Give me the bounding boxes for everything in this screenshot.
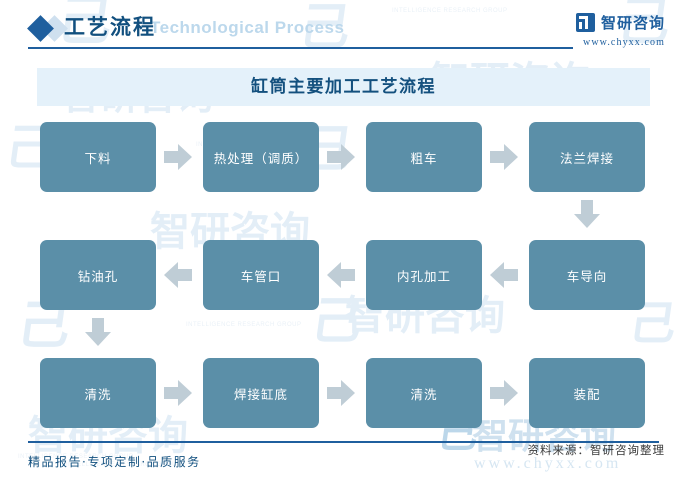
arrow-right-icon	[490, 144, 518, 170]
process-node: 粗车	[366, 122, 482, 192]
process-node-label: 粗车	[410, 150, 438, 166]
process-node: 焊接缸底	[203, 358, 319, 428]
brand-block: 智研咨询 www.chyxx.com	[575, 12, 665, 48]
chart-title: 缸筒主要加工工艺流程	[251, 77, 436, 97]
process-node: 法兰焊接	[529, 122, 645, 192]
process-node-label: 装配	[573, 386, 601, 402]
brand-url: www.chyxx.com	[583, 37, 665, 48]
process-node-label: 清洗	[84, 386, 112, 402]
footer-divider	[28, 441, 659, 443]
arrow-down-icon	[574, 200, 600, 228]
process-node-label: 焊接缸底	[233, 386, 288, 402]
header-divider	[28, 47, 573, 49]
process-node: 车导向	[529, 240, 645, 310]
process-node: 清洗	[40, 358, 156, 428]
arrow-right-icon	[164, 144, 192, 170]
process-node: 内孔加工	[366, 240, 482, 310]
process-node: 清洗	[366, 358, 482, 428]
process-node: 热处理（调质）	[203, 122, 319, 192]
header-title-cn: 工艺流程	[64, 15, 156, 39]
arrow-right-icon	[490, 380, 518, 406]
arrow-left-icon	[327, 262, 355, 288]
zhiyan-logo-icon	[575, 13, 595, 32]
footer-tagline: 精品报告·专项定制·品质服务	[28, 455, 201, 469]
process-node-label: 车管口	[240, 268, 282, 284]
process-node: 装配	[529, 358, 645, 428]
arrow-right-icon	[164, 380, 192, 406]
arrow-left-icon	[164, 262, 192, 288]
process-node-label: 内孔加工	[396, 268, 451, 284]
process-node-label: 车导向	[566, 268, 608, 284]
arrow-right-icon	[327, 380, 355, 406]
process-node-label: 清洗	[410, 386, 438, 402]
arrow-right-icon	[327, 144, 355, 170]
source-note: 资料来源：智研咨询整理	[527, 443, 665, 457]
process-node: 车管口	[203, 240, 319, 310]
slide-header: Technological Process 工艺流程 智研咨询 www.chyx…	[0, 0, 687, 55]
process-node-label: 钻油孔	[77, 268, 119, 284]
process-node-label: 法兰焊接	[559, 150, 614, 166]
process-node: 下料	[40, 122, 156, 192]
chart-title-banner: 缸筒主要加工工艺流程	[37, 68, 650, 106]
arrow-left-icon	[490, 262, 518, 288]
process-node-label: 下料	[84, 150, 112, 166]
brand-name: 智研咨询	[600, 14, 665, 32]
process-node-label: 热处理（调质）	[213, 150, 309, 166]
process-node: 钻油孔	[40, 240, 156, 310]
header-title-en: Technological Process	[150, 18, 345, 37]
arrow-down-icon	[85, 318, 111, 346]
